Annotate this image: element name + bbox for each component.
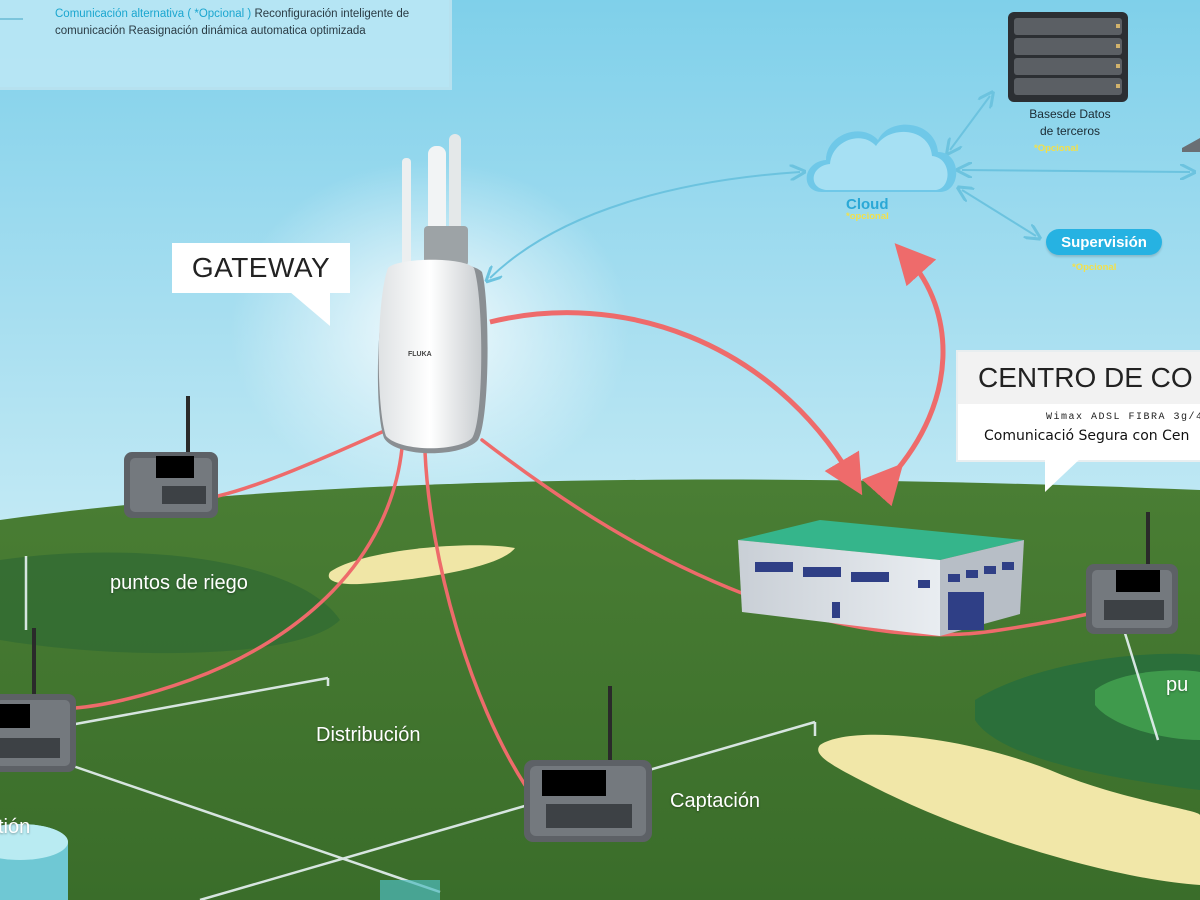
- gateway-callout-tail: [290, 292, 330, 326]
- gateway-callout: GATEWAY: [172, 243, 350, 293]
- controller-capture-icon: [524, 686, 652, 842]
- right-partial-label: pu: [1166, 674, 1189, 696]
- controller-left-icon: [0, 628, 76, 772]
- control-center-callout-tail: [1045, 458, 1081, 492]
- gateway-brand-label: FLUKA: [408, 351, 432, 358]
- sand-trap-left: [328, 545, 515, 585]
- supervision-badge: Supervisión: [1046, 229, 1162, 255]
- supervision-optional: *Opcional: [1072, 262, 1117, 273]
- cloud-links: [490, 96, 1190, 278]
- tank-base: [380, 880, 440, 900]
- control-center-building: [738, 520, 1024, 636]
- alt-communication-body: Reconfiguración inteligente de comunicac…: [55, 8, 410, 37]
- database-server-icon: [1008, 12, 1128, 102]
- controller-right-icon: [1086, 512, 1178, 634]
- gateway-device-icon: FLUKA: [377, 134, 488, 454]
- grass-patch-left: [0, 552, 340, 654]
- controller-top-left-icon: [124, 396, 218, 518]
- database-optional: *Opcional: [1034, 143, 1079, 154]
- control-center-comm: Comunicació Segura con Cen: [984, 428, 1190, 444]
- control-center-title: CENTRO DE CO: [958, 352, 1200, 404]
- left-partial-label: tión: [0, 816, 31, 838]
- legend-line: [0, 18, 23, 20]
- irrigation-points-label: puntos de riego: [110, 572, 248, 594]
- distribution-label: Distribución: [316, 724, 421, 746]
- water-tank-icon: [0, 824, 68, 900]
- control-center-tech: Wimax ADSL FIBRA 3g/4: [1046, 412, 1200, 423]
- database-label-line1: Basesde Datos: [1029, 107, 1111, 121]
- cloud-label: Cloud: [846, 196, 889, 213]
- pipes: [24, 556, 1160, 900]
- alt-communication-text: Comunicación alternativa ( *Opcional ) R…: [55, 6, 435, 40]
- capture-label: Captación: [670, 790, 761, 812]
- control-center-callout: CENTRO DE CO Wimax ADSL FIBRA 3g/4 Comun…: [958, 352, 1200, 460]
- gateway-to-center-arrow: [489, 310, 863, 496]
- cloud-optional: *opcional: [846, 211, 889, 222]
- monitor-edge: [1182, 138, 1200, 152]
- cloud-icon: [806, 124, 957, 192]
- sand-trap-right: [818, 734, 1200, 885]
- center-to-cloud-arrow: [861, 243, 946, 507]
- database-label: Basesde Datos de terceros: [1010, 106, 1130, 140]
- database-label-line2: de terceros: [1039, 124, 1101, 138]
- alt-communication-title: Comunicación alternativa ( *Opcional ): [55, 8, 252, 20]
- alt-communication-info-box: Comunicación alternativa ( *Opcional ) R…: [0, 0, 452, 90]
